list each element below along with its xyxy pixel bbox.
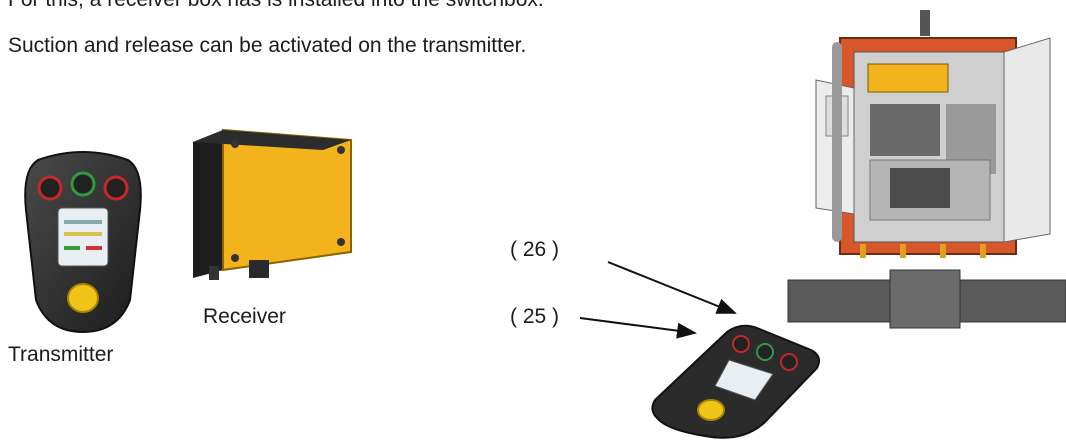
callout-25-label: ( 25 ) — [510, 305, 560, 328]
transmitter-image — [24, 151, 142, 334]
intro-text-line-1: For this, a receiver box has is installe… — [8, 0, 544, 12]
arrow-25 — [579, 317, 697, 339]
intro-text-line-2: Suction and release can be activated on … — [8, 34, 527, 57]
receiver-label: Receiver — [203, 305, 286, 328]
callout-26-label: ( 26 ) — [510, 238, 560, 261]
arrow-26 — [607, 261, 737, 314]
transmitter-angled-image — [651, 324, 820, 439]
transmitter-label: Transmitter — [8, 343, 114, 366]
receiver-image — [193, 128, 352, 280]
switchbox-image — [787, 10, 1066, 329]
